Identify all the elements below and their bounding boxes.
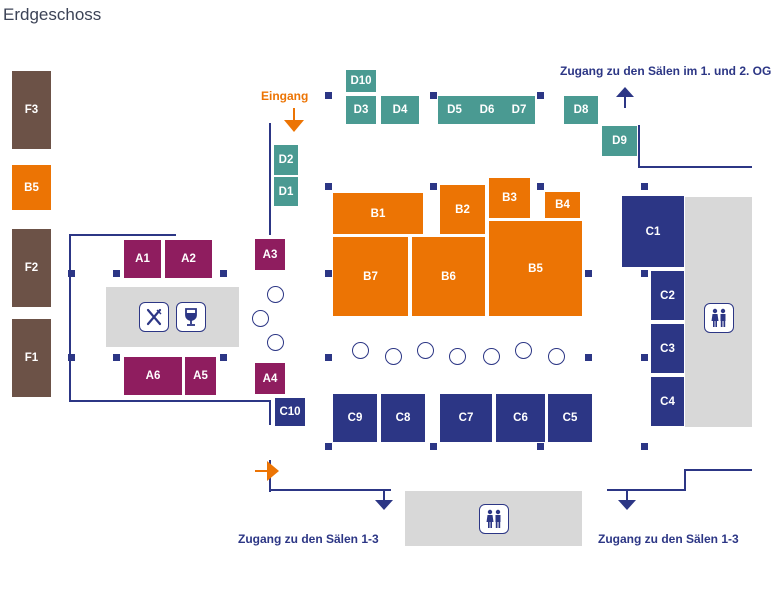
table-circle [252,310,269,327]
booth-D4[interactable]: D4 [381,96,419,124]
pillar [641,270,648,277]
pillar [641,443,648,450]
wall [607,489,685,491]
restroom-icon [704,303,734,333]
booth-C10[interactable]: C10 [275,398,305,426]
booth-C8[interactable]: C8 [381,394,425,442]
pillar [585,354,592,361]
arrow-down-icon [373,490,395,517]
booth-C6[interactable]: C6 [496,394,545,442]
booth-D1[interactable]: D1 [274,177,298,206]
pillar [220,354,227,361]
pillar [641,183,648,190]
pillar [430,183,437,190]
booth-A5[interactable]: A5 [185,357,216,395]
booth-B5[interactable]: B5 [489,221,582,316]
booth-C1[interactable]: C1 [622,196,684,267]
table-circle [267,334,284,351]
wall [69,234,71,402]
pillar [585,270,592,277]
pillar [113,270,120,277]
wall [684,469,752,471]
booth-A4[interactable]: A4 [255,363,285,394]
wall [684,469,686,491]
booth-D8[interactable]: D8 [564,96,598,124]
pillar [430,92,437,99]
wine-glass-icon [176,302,206,332]
pillar [220,270,227,277]
booth-B1[interactable]: B1 [333,193,423,234]
pillar [325,92,332,99]
table-circle [515,342,532,359]
booth-F1[interactable]: F1 [12,319,51,397]
pillar [113,354,120,361]
wall [638,125,640,168]
fork-knife-icon [139,302,169,332]
wall [638,166,752,168]
booth-D6[interactable]: D6 [471,96,503,124]
booth-A6[interactable]: A6 [124,357,182,395]
booth-B2[interactable]: B2 [440,185,485,234]
arrow-down-icon [616,490,638,517]
pillar [68,354,75,361]
pillar [641,354,648,361]
wall [269,489,391,491]
booth-D10[interactable]: D10 [346,70,376,92]
catering-area [106,287,239,347]
wall [269,123,271,235]
table-circle [267,286,284,303]
pillar [68,270,75,277]
booth-C5[interactable]: C5 [548,394,592,442]
pillar [537,92,544,99]
booth-F2[interactable]: F2 [12,229,51,307]
booth-A3[interactable]: A3 [255,239,285,270]
booth-D9[interactable]: D9 [602,126,637,156]
pillar [430,443,437,450]
entrance-arrow-right-icon [255,461,281,486]
access-halls-right-label: Zugang zu den Sälen 1-3 [598,532,739,546]
booth-B6[interactable]: B6 [412,237,485,316]
table-circle [548,348,565,365]
booth-B7[interactable]: B7 [333,237,408,316]
pillar [537,443,544,450]
pillar [325,354,332,361]
table-circle [483,348,500,365]
access-halls-left-label: Zugang zu den Sälen 1-3 [238,532,379,546]
booth-C3[interactable]: C3 [651,324,684,373]
booth-C7[interactable]: C7 [440,394,492,442]
pillar [325,183,332,190]
restroom-icon [479,504,509,534]
table-circle [352,342,369,359]
wall [269,400,271,425]
table-circle [449,348,466,365]
booth-B5-side[interactable]: B5 [12,165,51,210]
wall [69,400,269,402]
table-circle [417,342,434,359]
table-circle [385,348,402,365]
page-title: Erdgeschoss [3,5,102,24]
booth-C4[interactable]: C4 [651,377,684,426]
booth-D7[interactable]: D7 [503,96,535,124]
access-upper-label: Zugang zu den Sälen im 1. und 2. OG [560,64,772,78]
wall [69,234,176,236]
booth-C2[interactable]: C2 [651,271,684,320]
booth-B3[interactable]: B3 [489,178,530,218]
booth-A2[interactable]: A2 [165,240,212,278]
pillar [537,183,544,190]
entrance-label: Eingang [261,89,309,103]
booth-D3[interactable]: D3 [346,96,376,124]
booth-A1[interactable]: A1 [124,240,161,278]
booth-B4[interactable]: B4 [545,192,580,218]
booth-D2[interactable]: D2 [274,145,298,175]
pillar [325,270,332,277]
booth-F3[interactable]: F3 [12,71,51,149]
pillar [325,443,332,450]
booth-D5[interactable]: D5 [438,96,471,124]
booth-C9[interactable]: C9 [333,394,377,442]
entrance-arrow-down-icon [283,108,305,139]
arrow-up-icon [614,86,636,113]
